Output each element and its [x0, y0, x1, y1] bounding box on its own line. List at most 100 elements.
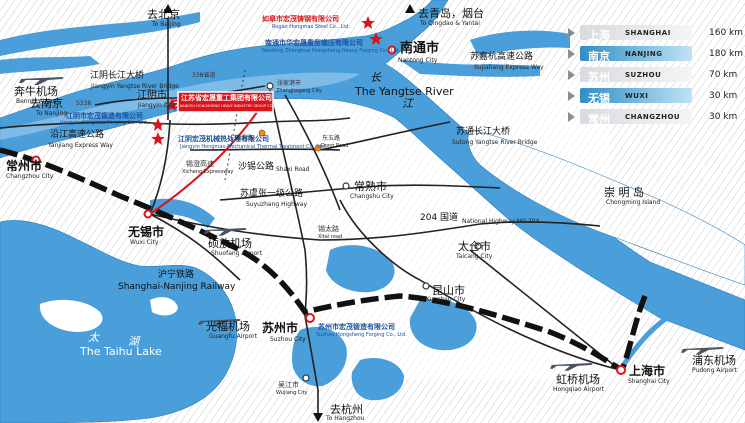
label-changzhou: 常州市 — [6, 159, 43, 173]
label-jiangyin: 江阴市 — [137, 90, 167, 101]
distance-bar — [580, 88, 692, 103]
road-kunshan-shanghai — [419, 279, 621, 371]
label-g204: 204 国道 — [420, 213, 459, 223]
label-sutong: 苏通长江大桥 — [456, 127, 511, 137]
marker-kunshan — [422, 282, 430, 290]
label-kunshan-en: Kunshan City — [426, 296, 466, 303]
distance-km: 160 km — [709, 28, 744, 38]
label-to-nanjing-en: To Nanjing — [36, 110, 68, 117]
label-nantong-heavy-en: Nantong Zhonghua Hongsheng Heavy Forging… — [262, 48, 401, 54]
distance-bar — [580, 67, 692, 82]
label-to-nanjing: 去南京 — [30, 97, 63, 110]
label-yangtze-zh1: 长 — [370, 71, 381, 84]
label-to-beijing: 去北京 — [147, 8, 180, 21]
arrow-right-icon — [568, 28, 575, 38]
distance-row: 常州 CHANGZHOU 30 km — [566, 108, 745, 126]
label-guangfu: 光福机场 — [206, 320, 250, 333]
road-suyu — [219, 184, 501, 201]
label-dongfanglu: 东五路 — [322, 135, 341, 142]
label-shuofang: 硕放机场 — [208, 237, 252, 250]
junction-markers — [258, 129, 322, 152]
label-sujiahang: 苏嘉杭高速公路 — [470, 52, 534, 62]
label-changzhou-en: Changzhou City — [6, 173, 54, 180]
north-channel-2 — [0, 56, 100, 74]
label-yangtze-zh2: 江 — [402, 97, 413, 110]
arrow-south — [313, 413, 323, 422]
hq-banner-bg — [177, 91, 274, 113]
label-taihu-en: The Taihu Lake — [80, 345, 162, 358]
label-g204-en: National Highway NO 204 — [462, 218, 540, 225]
label-suzhou-forging-en: Suzhou Hongsheng Forging Co., Ltd. — [316, 332, 407, 338]
label-pudong: 浦东机场 — [692, 354, 736, 367]
label-pudong-en: Pudong Airport — [692, 367, 737, 374]
label-rugao-steel-en: Rugao Hongmao Steel Co., Ltd. — [272, 24, 351, 30]
marker-zhangjiagang — [266, 82, 274, 90]
label-shaxi-en: Shaxi Road — [276, 166, 310, 173]
arrow-right-icon — [568, 112, 575, 122]
road-suzhou-s — [304, 315, 319, 418]
marker-suzhou — [305, 313, 315, 323]
east-lake — [470, 30, 570, 56]
label-wujiang-en: Wujiang City — [276, 390, 308, 396]
label-taihu-zh2: 湖 — [128, 335, 139, 348]
label-huning-en: Shanghai-Nanjing Railway — [118, 282, 236, 292]
label-guangfu-en: Guangfu Airport — [209, 333, 258, 340]
label-changshu: 常熟市 — [354, 180, 387, 193]
city-markers — [31, 45, 626, 375]
distance-row: 无锡 WUXI 30 km — [566, 87, 745, 105]
label-hongqiao-en: Hongqiao Airport — [553, 386, 605, 393]
label-suyu-en: Suyuzhang Highway — [246, 201, 308, 208]
label-mech-heat: 江阴宏茂机械热处理有限公司 — [178, 135, 269, 143]
arrow-right-icon — [568, 49, 575, 59]
marker-wujiang — [302, 374, 310, 382]
taihu-lake — [0, 220, 238, 423]
label-yanjiang-en: Yanjiang Express Way — [48, 142, 113, 149]
label-jiangyin-bridge: 江阴长江大桥 — [90, 71, 145, 81]
label-shanghai-en: Shanghai City — [628, 378, 670, 385]
label-rugao-steel: 如皋市宏茂铸钢有限公司 — [262, 15, 339, 23]
star-rugao — [361, 16, 375, 29]
direction-arrows — [163, 4, 415, 422]
label-hongqiao: 虹桥机场 — [556, 373, 600, 386]
east-channel — [400, 60, 540, 77]
distance-row: 南京 NANJING 180 km — [566, 45, 745, 63]
label-shanghai: 上海市 — [629, 364, 666, 378]
yangcheng-lake — [326, 245, 395, 293]
label-fengxian: 锡澄路 — [235, 135, 254, 142]
distance-city-zh: 上海 — [588, 29, 610, 42]
label-wuxi-en: Wuxi City — [130, 239, 159, 246]
label-chongming: 崇 明 岛 — [604, 186, 644, 199]
label-suyu: 苏虞张一级公路 — [240, 189, 304, 199]
road-sutong — [319, 121, 451, 151]
label-nantong-heavy: 南通市华宏晟重型锻压有限公司 — [265, 39, 363, 47]
distance-row: 苏州 SUZHOU 70 km — [566, 66, 745, 84]
label-jiangyin-forging: 江阴市宏茂锻造有限公司 — [66, 112, 143, 120]
label-chongming-en: Chongming Island — [606, 199, 661, 206]
road-changshu-kunshan — [339, 199, 421, 281]
marker-nantong — [387, 45, 397, 55]
label-dongfanglu-en: Dong Road — [321, 143, 349, 149]
label-jiangyin-en: Jiangyin City — [138, 102, 176, 109]
distance-city-zh: 南京 — [588, 50, 610, 63]
town-markers — [266, 82, 482, 382]
label-to-hangzhou-en: To Hangzhou — [326, 415, 365, 422]
railway-huning — [0, 147, 648, 374]
dianshan-lake — [409, 299, 477, 351]
marker-shanghai — [616, 365, 626, 375]
label-group-banner: 江苏省宏晟重工集团有限公司 — [181, 94, 272, 102]
label-changshu-en: Changshu City — [350, 193, 394, 200]
label-xitai-en: Xitai road — [318, 234, 343, 240]
hq-link-line — [149, 99, 266, 215]
dotted-path — [224, 69, 246, 181]
star-mech — [151, 132, 165, 145]
label-suzhou-forging: 苏州市宏茂锻造有限公司 — [318, 323, 395, 331]
label-suzhou-en: Suzhou City — [270, 336, 306, 343]
southern-lakes — [292, 326, 347, 387]
road-wuxi-taihu — [149, 213, 241, 281]
distance-city-zh: 苏州 — [588, 71, 610, 84]
label-xitai: 锡太路 — [318, 225, 339, 233]
distance-bar — [580, 46, 692, 61]
distance-bar — [580, 109, 692, 124]
distance-km: 70 km — [709, 70, 738, 80]
label-to-qingdao: 去青岛，烟台 — [418, 7, 484, 20]
